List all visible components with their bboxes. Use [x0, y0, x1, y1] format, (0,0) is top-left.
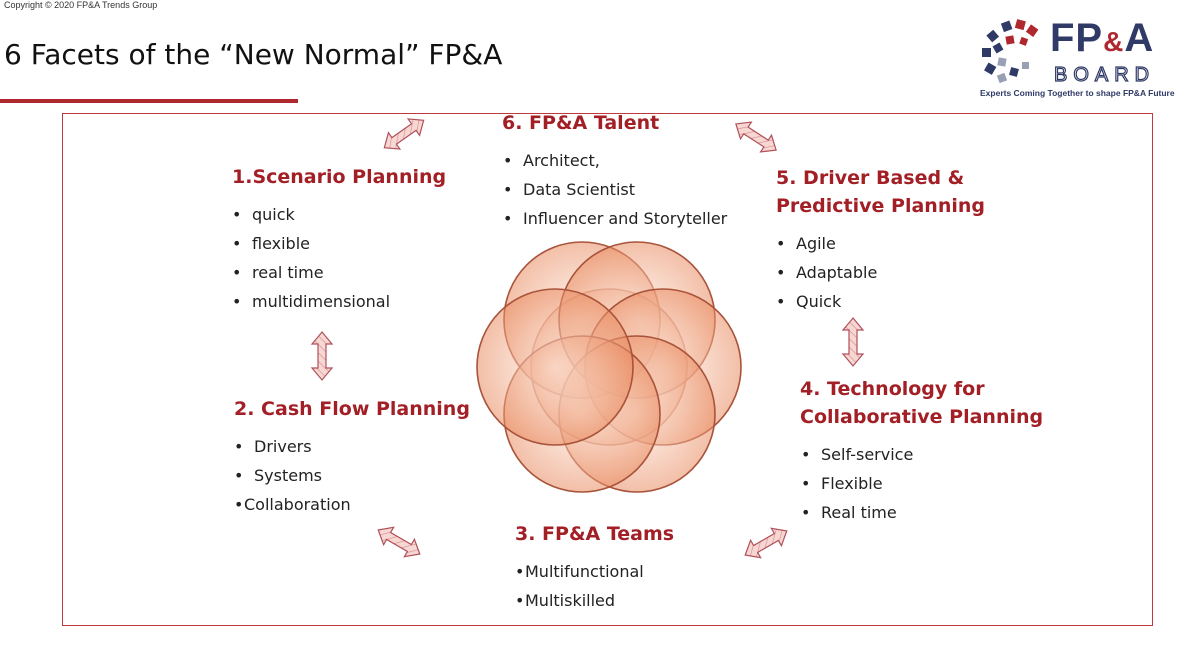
- double-arrow-icon: [378, 111, 430, 157]
- list-item: •Data Scientist: [503, 180, 635, 199]
- technology-heading: 4. Technology for Collaborative Planning: [800, 375, 1043, 431]
- driver-heading-line1: 5. Driver Based &: [776, 167, 965, 189]
- list-item: •quick: [232, 205, 295, 224]
- driver-heading: 5. Driver Based & Predictive Planning: [776, 164, 985, 220]
- copyright-text: Copyright © 2020 FP&A Trends Group: [4, 0, 158, 10]
- list-item: •Quick: [776, 292, 842, 311]
- flower-of-circles: [476, 241, 742, 493]
- double-arrow-icon: [739, 521, 793, 565]
- talent-heading: 6. FP&A Talent: [502, 112, 660, 134]
- list-item: •Systems: [234, 466, 322, 485]
- list-item: •Drivers: [234, 437, 312, 456]
- talent-list: •Architect, •Data Scientist •Influencer …: [503, 146, 727, 233]
- logo-board-text: BOARD: [1053, 63, 1156, 86]
- logo-tagline: Experts Coming Together to shape FP&A Fu…: [980, 88, 1175, 98]
- list-item: •Collaboration: [234, 495, 351, 514]
- list-item: •Self-service: [801, 445, 914, 464]
- logo-wordmark: FP&A: [1050, 16, 1155, 60]
- content-frame: [62, 113, 1153, 626]
- cashflow-heading: 2. Cash Flow Planning: [234, 398, 470, 420]
- double-arrow-icon: [729, 114, 783, 160]
- list-item: •Real time: [801, 503, 897, 522]
- list-item: •real time: [232, 263, 324, 282]
- list-item: •Flexible: [801, 474, 883, 493]
- cashflow-list: •Drivers •Systems •Collaboration: [234, 432, 351, 519]
- list-item: •flexible: [232, 234, 310, 253]
- title-underline: [0, 99, 298, 103]
- scenario-heading: 1.Scenario Planning: [232, 166, 447, 188]
- technology-list: •Self-service •Flexible •Real time: [801, 440, 913, 527]
- double-arrow-icon: [311, 331, 333, 381]
- fpa-board-logo: FP&A BOARD Experts Coming Together to sh…: [980, 16, 1185, 100]
- double-arrow-icon: [842, 317, 864, 367]
- logo-mark-icon: [982, 19, 1039, 84]
- teams-heading: 3. FP&A Teams: [515, 523, 675, 545]
- scenario-list: •quick •flexible •real time •multidimens…: [232, 200, 390, 316]
- slide-title: 6 Facets of the “New Normal” FP&A: [4, 38, 503, 71]
- list-item: •Influencer and Storyteller: [503, 209, 728, 228]
- technology-heading-line1: 4. Technology for: [800, 378, 985, 400]
- petal-circle-left: [476, 288, 634, 446]
- double-arrow-icon: [372, 520, 426, 564]
- technology-heading-line2: Collaborative Planning: [800, 406, 1044, 428]
- driver-list: •Agile •Adaptable •Quick: [776, 229, 877, 316]
- list-item: •Architect,: [503, 151, 600, 170]
- list-item: •Multifunctional: [515, 562, 644, 581]
- driver-heading-line2: Predictive Planning: [776, 195, 985, 217]
- list-item: •Multiskilled: [515, 591, 616, 610]
- list-item: •multidimensional: [232, 292, 391, 311]
- teams-list: •Multifunctional •Multiskilled: [515, 557, 644, 615]
- list-item: •Agile: [776, 234, 836, 253]
- list-item: •Adaptable: [776, 263, 878, 282]
